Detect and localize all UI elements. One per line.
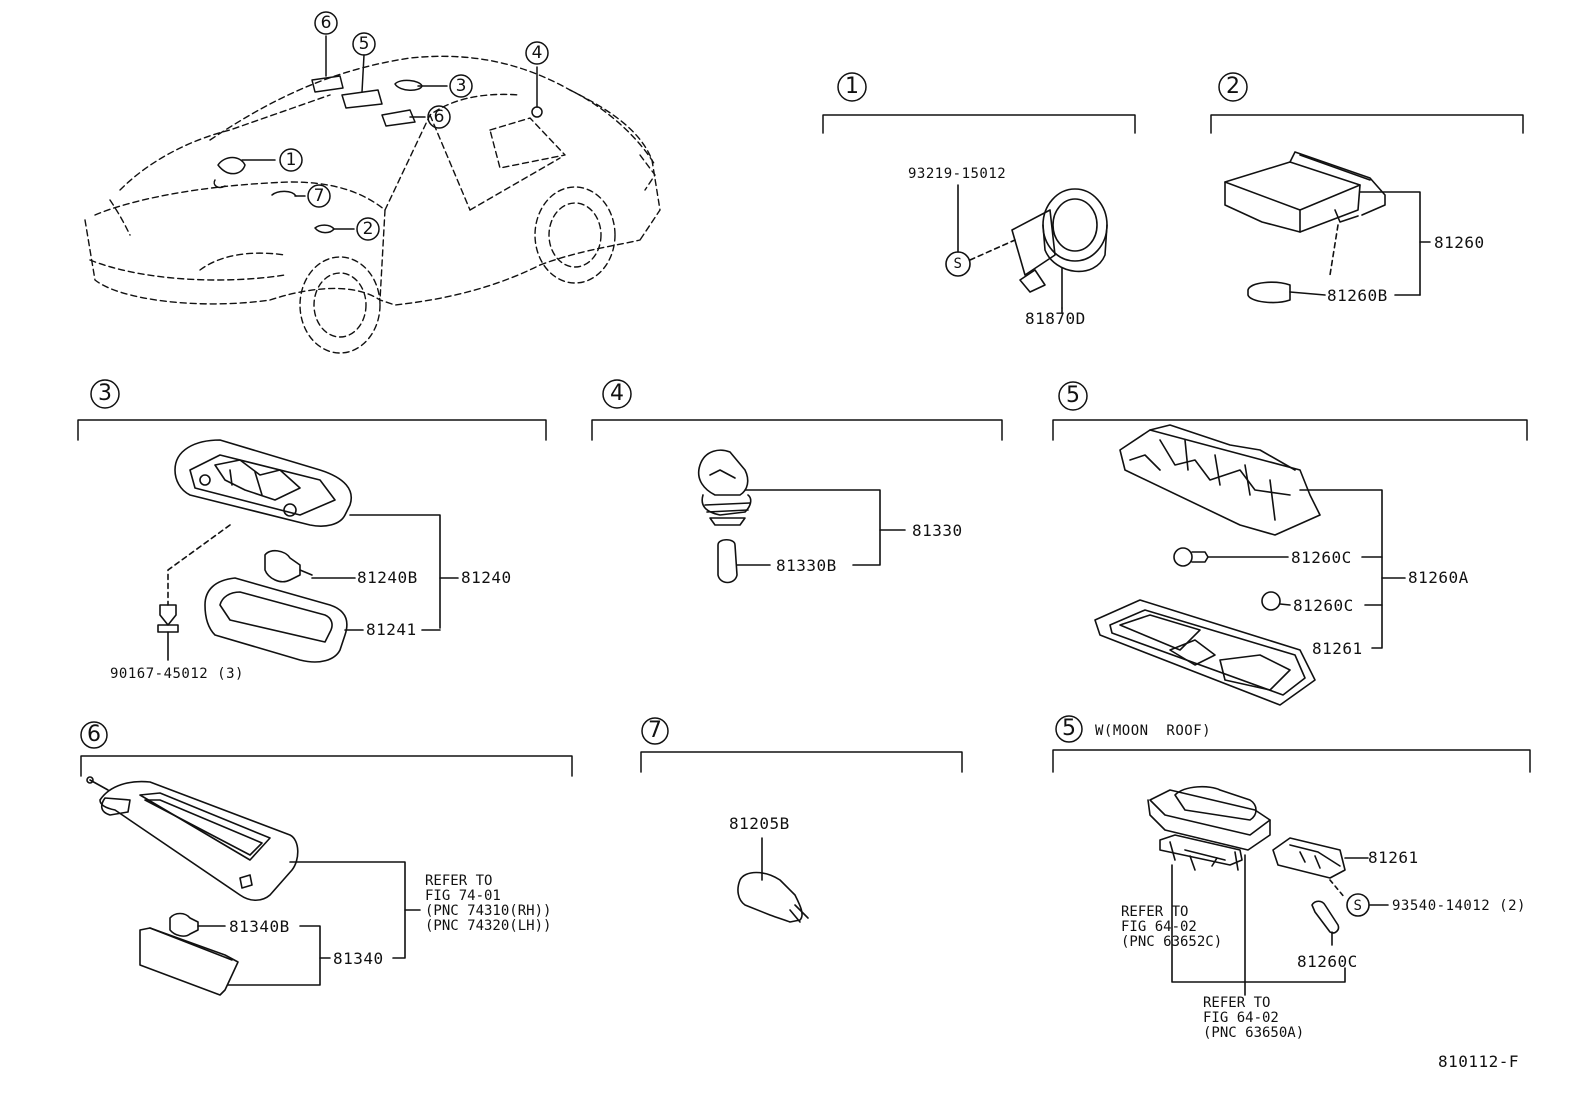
section-6-number: 6	[87, 722, 101, 747]
overview-callout-3: 3	[455, 76, 467, 96]
section-5-drawing	[1094, 424, 1406, 706]
part-81260B: 81260B	[1327, 286, 1388, 305]
part-81240B: 81240B	[357, 568, 418, 587]
part-81330B: 81330B	[776, 556, 837, 575]
part-90167-45012: 90167-45012 (3)	[110, 666, 244, 682]
section-2-number: 2	[1226, 74, 1240, 99]
part-81260C-upper: 81260C	[1291, 548, 1352, 567]
section-3-drawing	[157, 439, 459, 663]
section-1-drawing	[945, 184, 1108, 309]
refer-fig-64-02-a-line1: REFER TO	[1121, 904, 1189, 920]
part-81260C-moonroof: 81260C	[1297, 952, 1358, 971]
section-5-number: 5	[1066, 383, 1080, 408]
overview-callout-2: 2	[362, 219, 374, 239]
section-5w-title: W(MOON ROOF)	[1095, 723, 1212, 739]
section-4-number: 4	[610, 381, 624, 406]
part-81241: 81241	[366, 620, 417, 639]
refer-fig-74-01-line1: REFER TO	[425, 873, 493, 889]
part-93540-14012: 93540-14012 (2)	[1392, 898, 1526, 914]
figure-code: 810112-F	[1438, 1052, 1520, 1071]
section-5w-number: 5	[1062, 716, 1076, 741]
seal-symbol-s-moonroof: S	[1353, 898, 1363, 914]
part-81260: 81260	[1434, 233, 1485, 252]
refer-fig-74-01-line4: (PNC 74320(LH))	[425, 918, 552, 934]
section-brackets	[77, 114, 1531, 777]
part-81240: 81240	[461, 568, 512, 587]
refer-fig-64-02-b-line3: (PNC 63650A)	[1203, 1025, 1305, 1041]
section-7-drawing	[737, 837, 809, 923]
section-7-number: 7	[648, 718, 662, 743]
part-81870D: 81870D	[1025, 309, 1086, 328]
overview-callout-1: 1	[285, 150, 297, 170]
refer-fig-74-01-line3: (PNC 74310(RH))	[425, 903, 552, 919]
part-81340B: 81340B	[229, 917, 290, 936]
section-6-drawing	[86, 776, 421, 996]
part-81205B: 81205B	[729, 814, 790, 833]
overview-callout-7: 7	[313, 186, 325, 206]
overview-callout-5: 5	[358, 34, 370, 54]
section-5w-drawing	[1147, 785, 1389, 996]
section-1-number: 1	[845, 74, 859, 99]
refer-fig-64-02-b-line2: FIG 64-02	[1203, 1010, 1279, 1026]
overview-parts	[213, 35, 543, 234]
seal-symbol-s: S	[953, 256, 963, 272]
refer-fig-64-02-b-line1: REFER TO	[1203, 995, 1271, 1011]
overview-callout-6-top: 6	[320, 13, 332, 33]
part-81340: 81340	[333, 949, 384, 968]
part-93219-15012: 93219-15012	[908, 166, 1007, 182]
section-4-drawing	[697, 449, 906, 584]
overview-callout-4: 4	[531, 43, 543, 63]
overview-callout-6-lower: 6	[433, 107, 445, 127]
section-2-drawing	[1224, 151, 1431, 304]
refer-fig-74-01-line2: FIG 74-01	[425, 888, 501, 904]
part-81330: 81330	[912, 521, 963, 540]
refer-fig-64-02-a-line3: (PNC 63652C)	[1121, 934, 1223, 950]
part-81261-moonroof: 81261	[1368, 848, 1419, 867]
part-81260C-lower: 81260C	[1293, 596, 1354, 615]
part-81260A: 81260A	[1408, 568, 1469, 587]
car-overview	[84, 55, 661, 354]
refer-fig-64-02-a-line2: FIG 64-02	[1121, 919, 1197, 935]
section-3-number: 3	[98, 381, 112, 406]
part-81261: 81261	[1312, 639, 1363, 658]
